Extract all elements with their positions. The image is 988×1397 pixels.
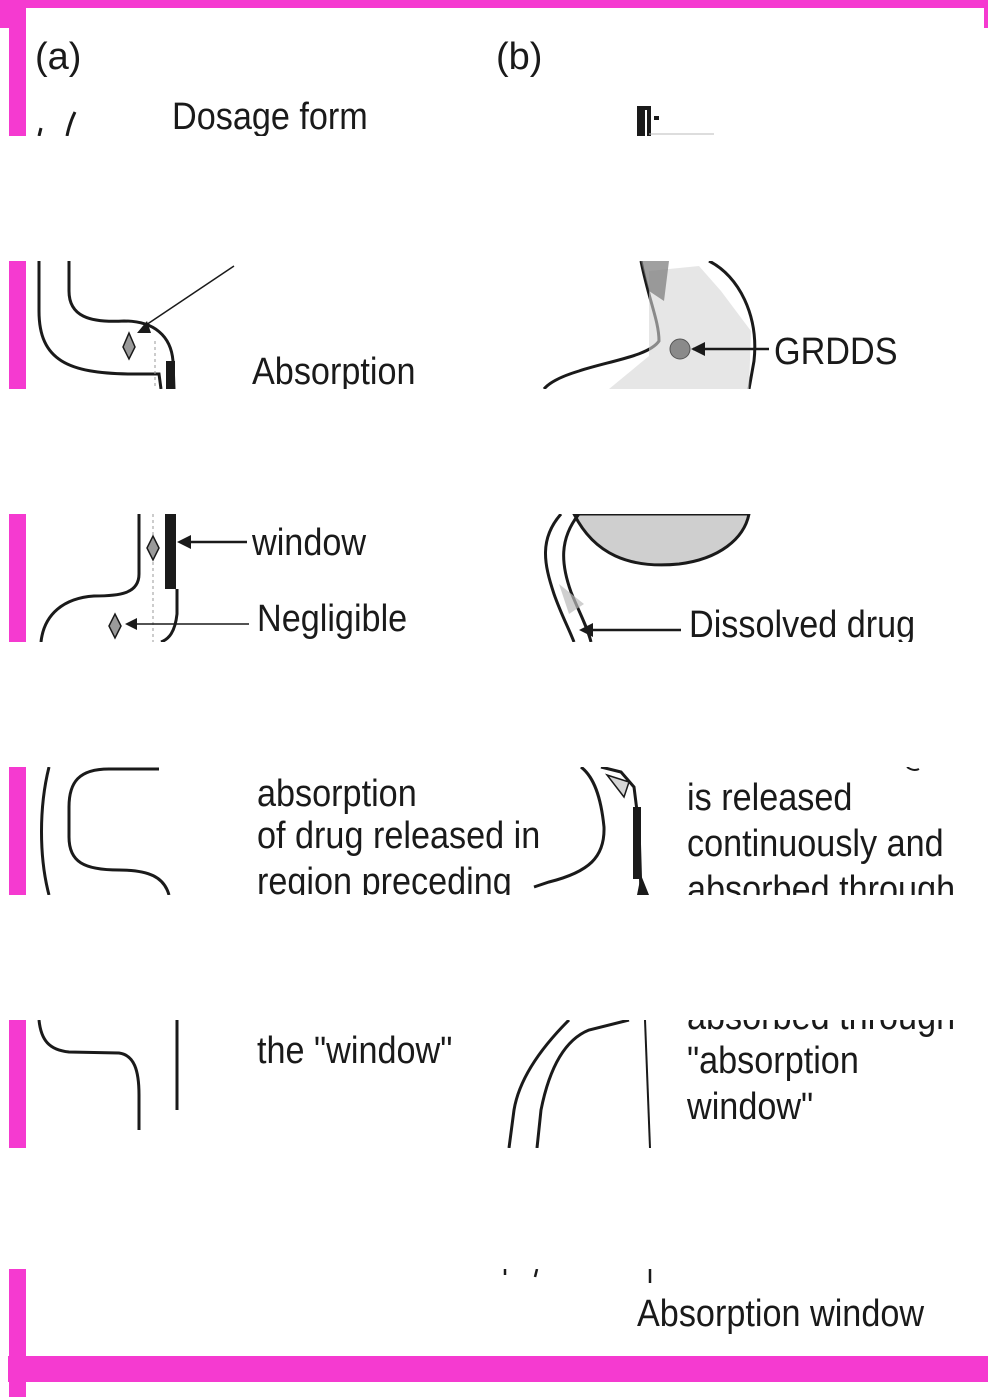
- band-4-drawing: [9, 767, 984, 895]
- band-1-drawing: [9, 8, 984, 136]
- diagram-band-5: absorbed through the "window" "absorptio…: [9, 1020, 984, 1148]
- diagram-band-2: Absorption GRDDS: [9, 261, 984, 389]
- diagram-band-3: window Negligible Dissolved drug: [9, 514, 984, 642]
- dosage-dot: [123, 333, 135, 359]
- diagram-band-4: absorption of drug released in region pr…: [9, 767, 984, 895]
- band-2-drawing: [9, 261, 984, 389]
- diagram-band-1: (a) (b) Dosage form: [9, 8, 984, 136]
- band-5-drawing: [9, 1020, 984, 1148]
- band-3-drawing: [9, 514, 984, 642]
- frame-bottom-border: [8, 1356, 988, 1382]
